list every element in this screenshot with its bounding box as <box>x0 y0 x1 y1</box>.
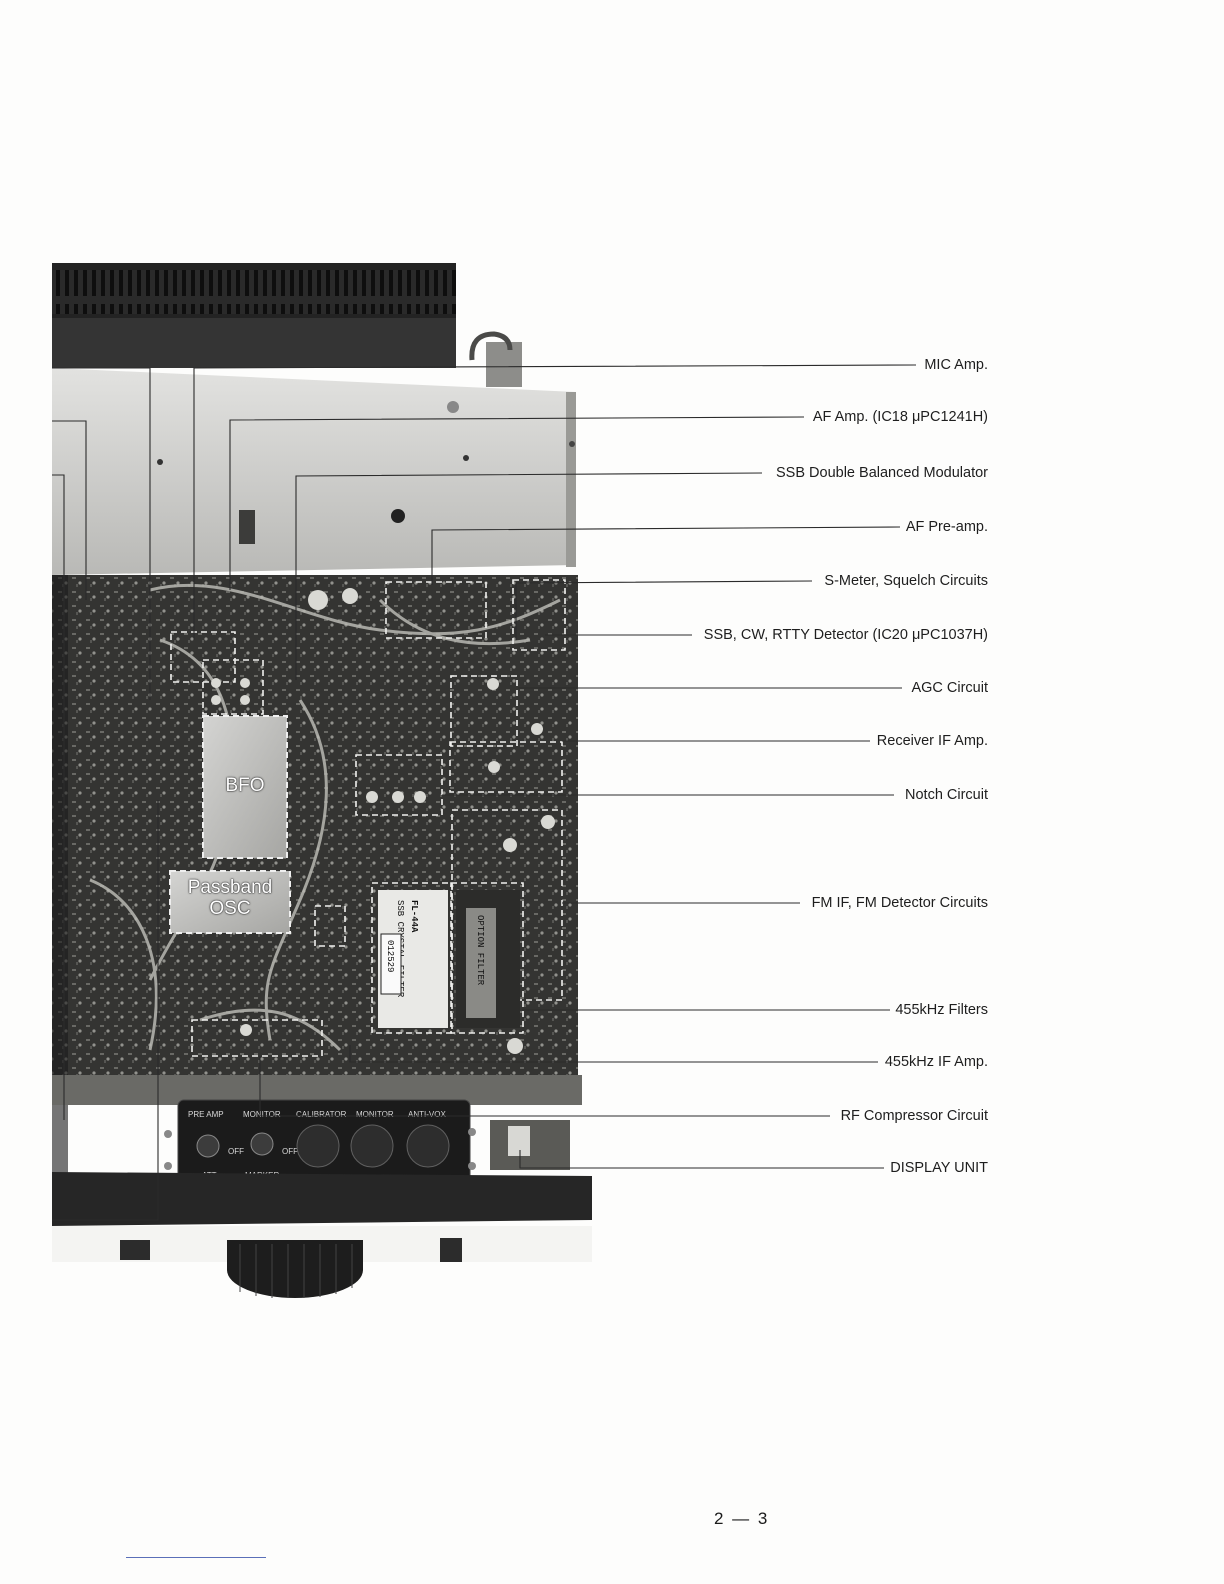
callout-detector: SSB, CW, RTTY Detector (IC20 μPC1037H) <box>703 627 988 643</box>
callout-af-amp: AF Amp. (IC18 μPC1241H) <box>812 409 988 425</box>
callout-mic-amp: MIC Amp. <box>924 357 988 373</box>
crystal-filter-model: FL-44A <box>409 900 419 933</box>
callout-s-meter: S-Meter, Squelch Circuits <box>824 573 988 589</box>
footer-rule <box>126 1557 266 1558</box>
monitor2-label: MONITOR <box>356 1110 394 1119</box>
passband-label-line2: OSC <box>209 898 251 919</box>
callout-ssb-dbm: SSB Double Balanced Modulator <box>776 465 988 481</box>
callout-fm-if: FM IF, FM Detector Circuits <box>811 895 988 911</box>
monitor-label: MONITOR <box>243 1110 281 1119</box>
callout-rf-compressor: RF Compressor Circuit <box>840 1108 988 1124</box>
callout-rx-if: Receiver IF Amp. <box>876 733 988 749</box>
callout-af-preamp: AF Pre-amp. <box>905 519 988 535</box>
callout-display-unit: DISPLAY UNIT <box>890 1160 988 1176</box>
callout-455-if-amp: 455kHz IF Amp. <box>884 1054 988 1070</box>
bfo-label: BFO <box>225 775 265 796</box>
off-label-2: OFF <box>282 1147 298 1156</box>
passband-label-line1: Passband <box>187 877 273 898</box>
anti-vox-label: ANTI-VOX <box>408 1110 446 1119</box>
off-label-1: OFF <box>228 1147 244 1156</box>
pre-amp-label: PRE AMP <box>188 1110 224 1119</box>
option-filter-label: OPTION FILTER <box>475 915 485 986</box>
crystal-filter-serial: 012529 <box>385 940 395 972</box>
callout-agc: AGC Circuit <box>911 680 988 696</box>
callout-455-filters: 455kHz Filters <box>895 1002 988 1018</box>
passband-osc-label: Passband OSC <box>170 877 290 919</box>
page-number: 2 — 3 <box>714 1509 770 1528</box>
calibrator-label: CALIBRATOR <box>296 1110 347 1119</box>
callout-notch: Notch Circuit <box>905 787 988 803</box>
